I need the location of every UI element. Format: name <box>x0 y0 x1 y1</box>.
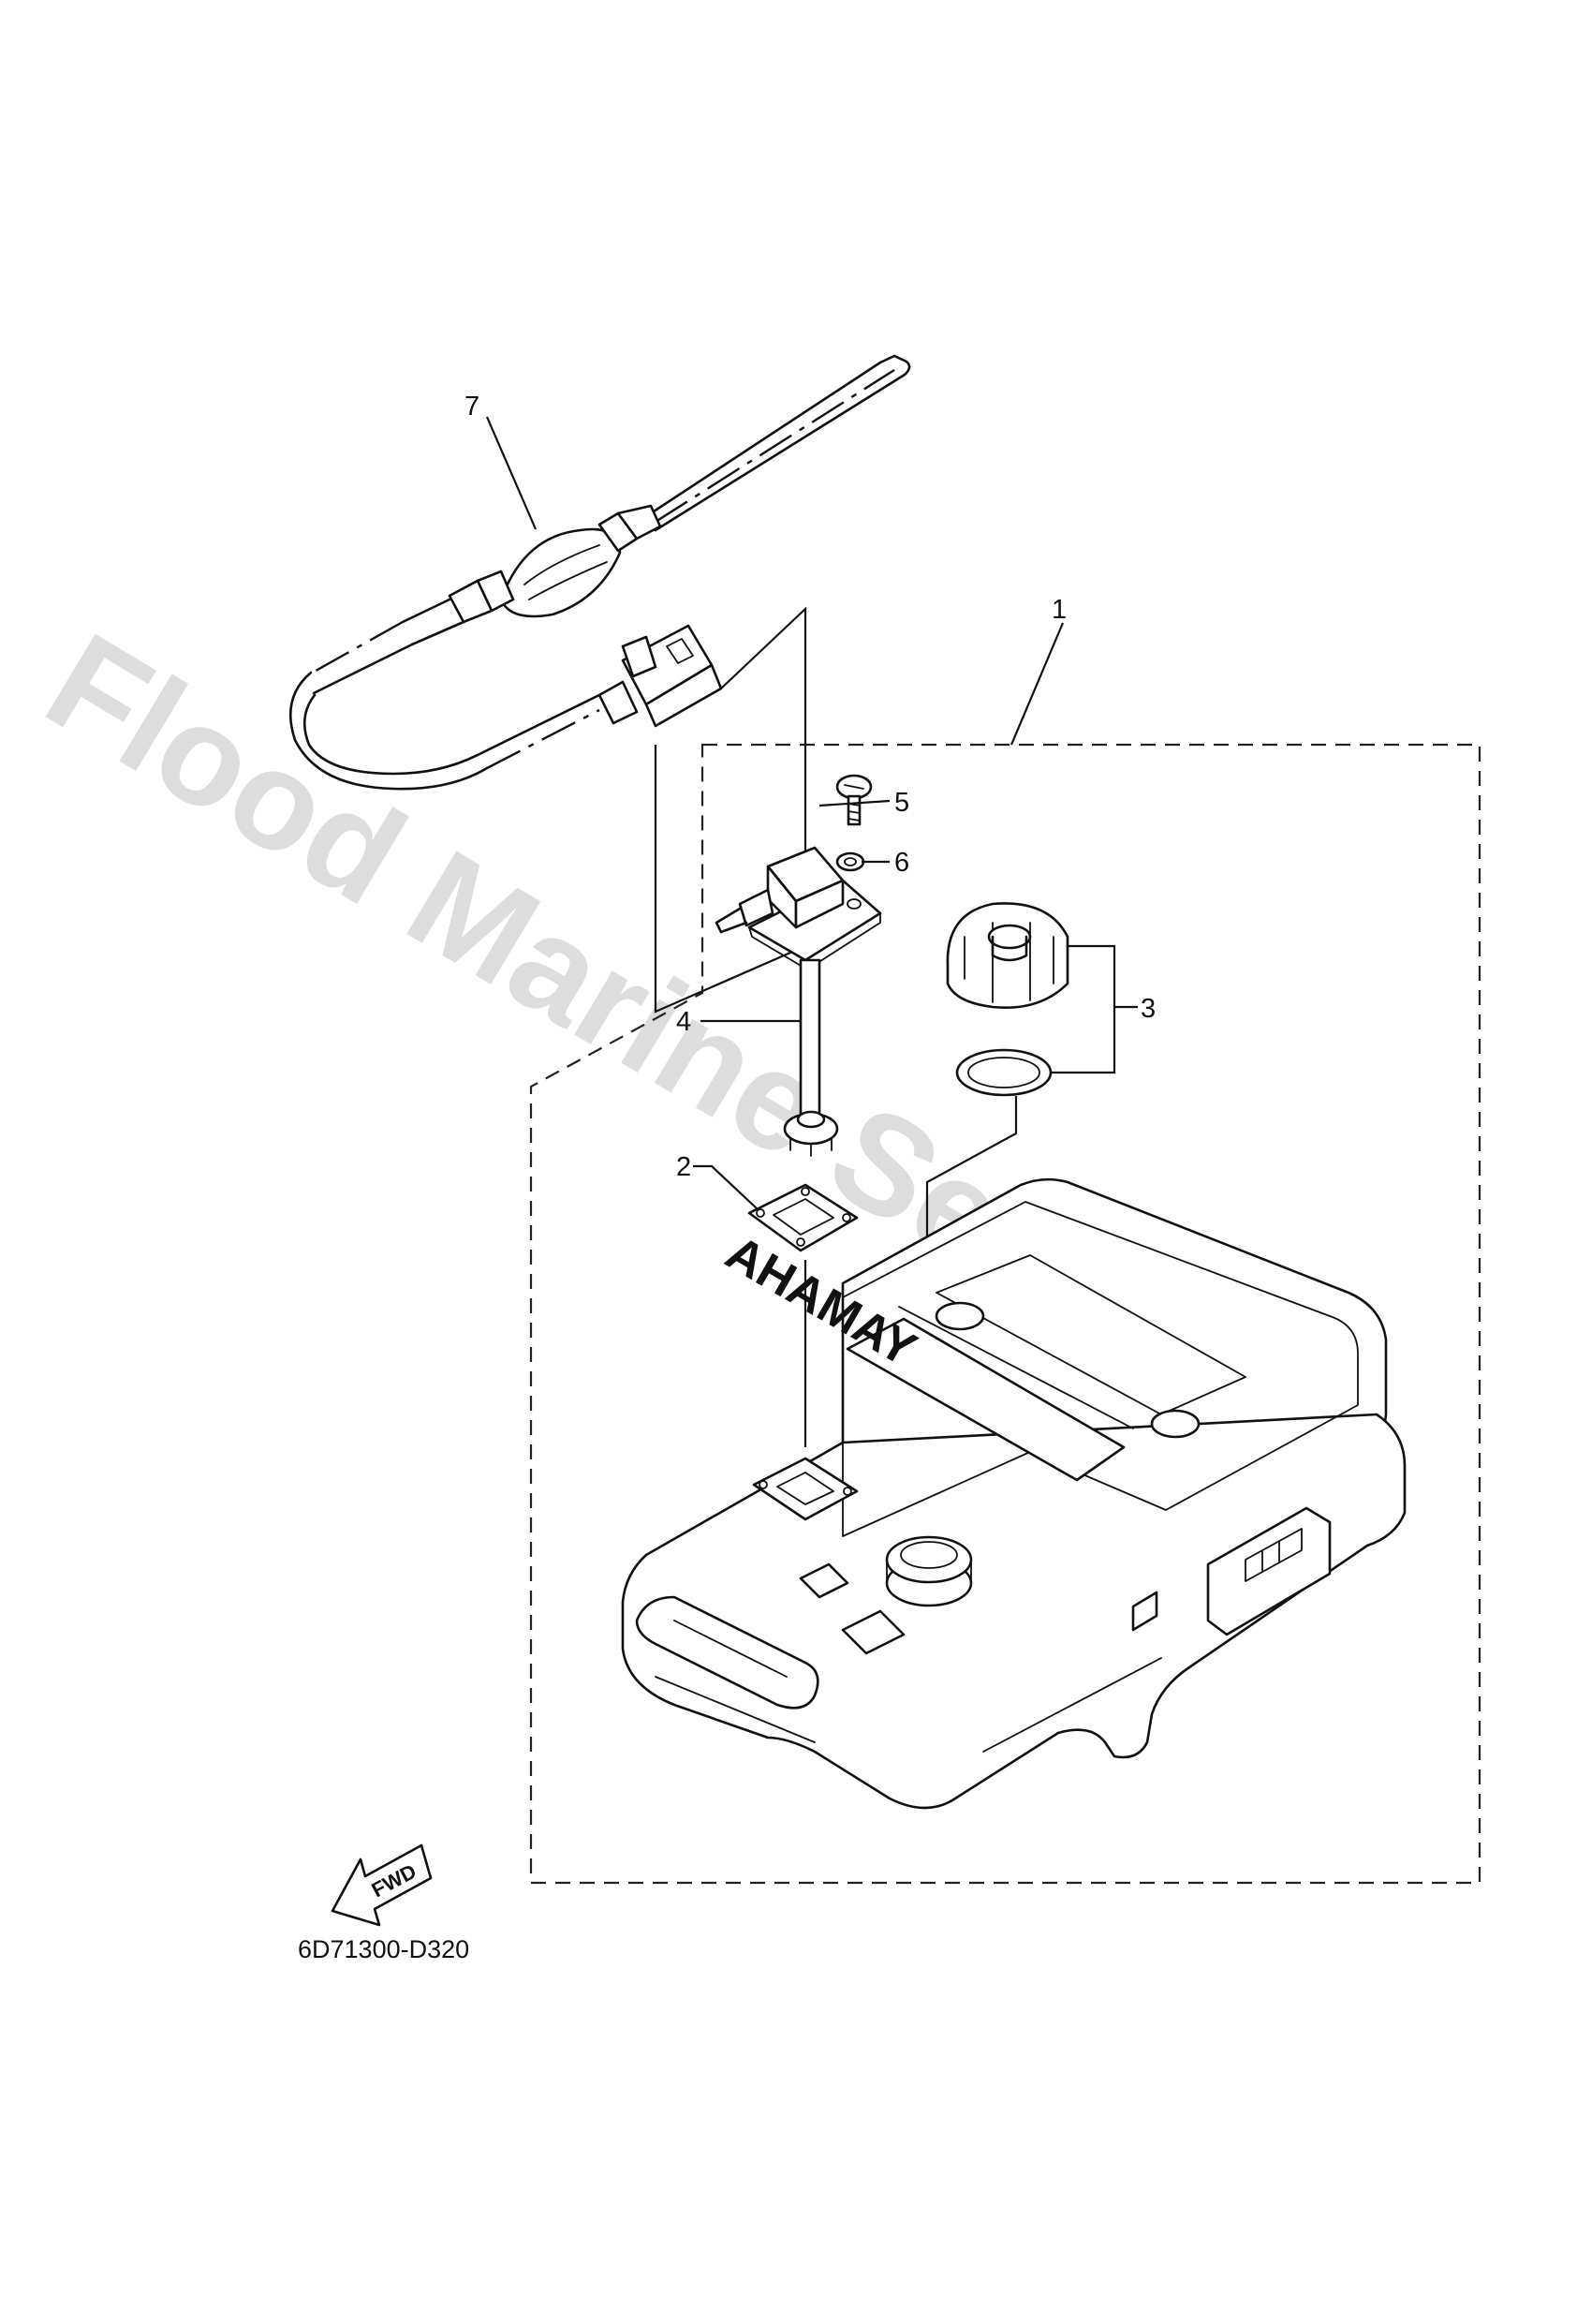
callout-3: 3 <box>1141 994 1156 1024</box>
diagram-code: 6D71300-D320 <box>298 1935 469 1963</box>
callout-1: 1 <box>1052 595 1067 625</box>
fuel-tank: YAMAHA <box>621 1177 1407 1810</box>
callout-5: 5 <box>894 788 909 818</box>
fuel-hose-assembly <box>288 354 911 1014</box>
fuel-cap-part <box>946 902 1069 1097</box>
callout-4: 4 <box>676 1007 691 1037</box>
callout-2: 2 <box>676 1152 691 1182</box>
fuel-gauge-part <box>715 846 882 1157</box>
fwd-arrow-icon: FWD <box>331 1843 433 1927</box>
callout-7: 7 <box>464 392 479 422</box>
screw-part <box>835 774 873 826</box>
callout-6: 6 <box>894 848 909 878</box>
washer-part <box>835 851 865 872</box>
gasket-part <box>747 1183 859 1252</box>
tank-assembly-boundary <box>529 743 1481 1885</box>
